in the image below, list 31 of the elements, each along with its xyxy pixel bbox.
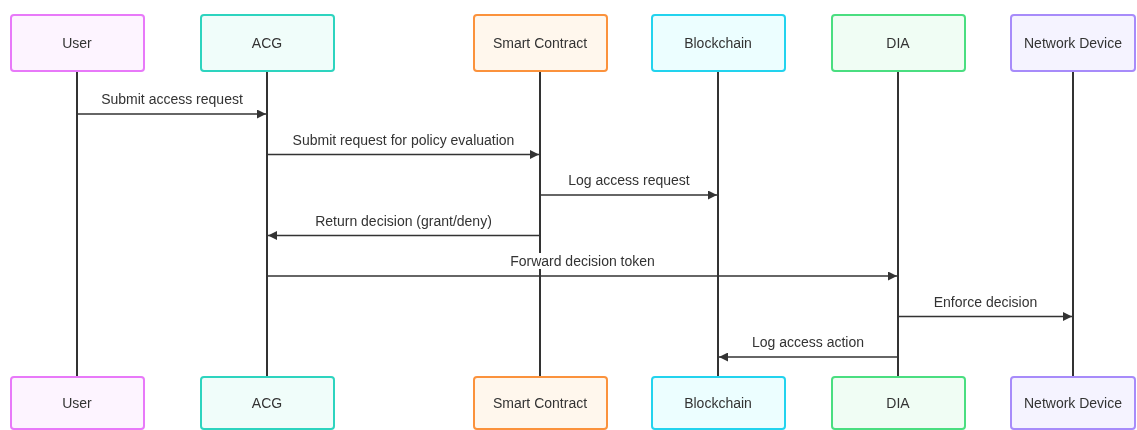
participant-box: DIA: [830, 376, 966, 430]
message-label: Submit request for policy evaluation: [290, 131, 517, 148]
message-label: Enforce decision: [931, 293, 1040, 310]
lifeline: [539, 72, 541, 376]
message-arrow: [77, 109, 267, 119]
message-arrow: [898, 312, 1073, 321]
message-label: Submit access request: [99, 91, 245, 107]
message-arrow: [267, 231, 540, 240]
participant-box: Smart Contract: [472, 376, 608, 430]
lifeline: [266, 72, 268, 376]
message-arrow: [267, 271, 898, 281]
message-label: Forward decision token: [508, 253, 657, 269]
participant-box: User: [9, 376, 145, 430]
participant-box: ACG: [199, 376, 335, 430]
participant-box: Smart Contract: [472, 14, 608, 72]
participant-box: Blockchain: [650, 14, 786, 72]
participant-box: User: [9, 14, 145, 72]
lifeline: [1072, 72, 1074, 376]
participant-box: Blockchain: [650, 376, 786, 430]
message-label: Return decision (grant/deny): [313, 212, 494, 229]
participant-box: ACG: [199, 14, 335, 72]
participant-box: DIA: [830, 14, 966, 72]
lifeline: [897, 72, 899, 376]
lifeline: [717, 72, 719, 376]
participant-box: Network Device: [1010, 14, 1136, 72]
message-arrow: [267, 150, 540, 159]
message-label: Log access request: [566, 172, 692, 188]
message-arrow: [540, 190, 718, 200]
message-arrow: [718, 352, 898, 362]
participant-box: Network Device: [1010, 376, 1136, 430]
lifeline: [76, 72, 78, 376]
